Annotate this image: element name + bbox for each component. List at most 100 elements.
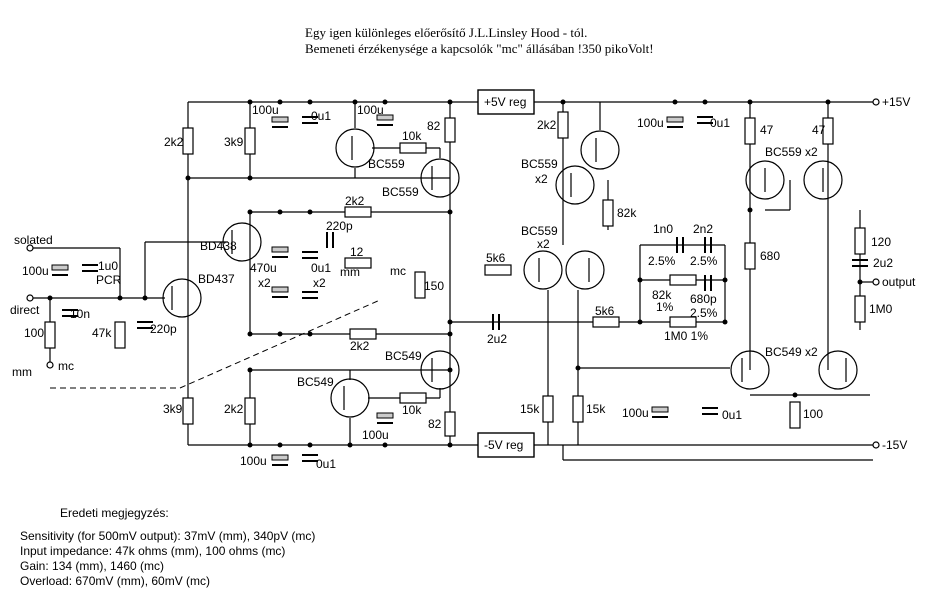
switch-linkage <box>50 299 381 389</box>
minus-5v-regulator-label: -5V reg <box>484 438 523 452</box>
c-2n2-tol-label: 2.5% <box>690 254 718 268</box>
input-isolated-label: solated <box>14 233 53 247</box>
r-150-label: 150 <box>424 279 444 293</box>
r-5k6-b-label: 5k6 <box>595 304 615 318</box>
r-82k-b-label: 82k <box>652 288 672 302</box>
c-220p-b-label: 220p <box>150 322 177 336</box>
input-isolated-terminal <box>26 244 34 252</box>
minus-15v-label: -15V <box>882 438 907 452</box>
r-680-label: 680 <box>760 249 780 263</box>
output-terminal <box>872 278 880 286</box>
r-12-label: 12 <box>350 245 364 259</box>
c-100u-f-label: 100u <box>637 116 664 130</box>
r-100-in-label: 100 <box>24 326 44 340</box>
capacitor-symbols <box>51 114 868 466</box>
r-10k-b-label: 10k <box>402 403 422 417</box>
c-680p-label: 680p <box>690 292 717 306</box>
plus-5v-regulator <box>477 89 535 115</box>
bc559-b-label: BC559 <box>382 185 419 199</box>
c-100u-d-label: 100u <box>240 454 267 468</box>
c-1n0-tol-label: 2.5% <box>648 254 676 268</box>
c-100u-a-label: 100u <box>252 103 279 117</box>
r-3k9-a-label: 3k9 <box>224 135 244 149</box>
c-100u-c-label: 100u <box>362 428 389 442</box>
minus-15v-terminal <box>872 441 880 449</box>
input-mc-terminal <box>46 361 54 369</box>
c-680p-tol-label: 2.5% <box>690 306 718 320</box>
plus-5v-regulator-label: +5V reg <box>484 95 526 109</box>
bd437-label: BD437 <box>198 272 235 286</box>
r-1m0-a-label: 1M0 1% <box>664 329 708 343</box>
r-47-a-label: 47 <box>760 123 774 137</box>
title-line-2: Bemeneti érzékenysége a kapcsolók "mc" á… <box>305 41 654 56</box>
note-input-impedance: Input impedance: 47k ohms (mm), 100 ohms… <box>20 544 285 558</box>
title-line-1: Egy igen különleges előerősítő J.L.Linsl… <box>305 25 587 40</box>
r-1m0-b-label: 1M0 <box>869 302 893 316</box>
bd438-label: BD438 <box>200 239 237 253</box>
c-0u1-c-label: 0u1 <box>316 457 336 471</box>
c-470u-label: 470u <box>250 261 277 275</box>
r-82-a-label: 82 <box>427 119 441 133</box>
c-2n2-label: 2n2 <box>693 222 713 236</box>
note-gain: Gain: 134 (mm), 1460 (mc) <box>20 559 164 573</box>
bc559-d-x2-label: x2 <box>537 237 550 251</box>
minus-5v-regulator <box>477 432 535 458</box>
notes-heading: Eredeti megjegyzés: <box>60 506 169 520</box>
input-direct-label: direct <box>10 303 40 317</box>
sw-mm-label: mm <box>340 265 360 279</box>
r-2k2-e-label: 2k2 <box>537 118 557 132</box>
note-sensitivity: Sensitivity (for 500mV output): 37mV (mm… <box>20 529 315 543</box>
wiring <box>30 101 873 461</box>
input-mm-label: mm <box>12 365 32 379</box>
c-0u1-a-label: 0u1 <box>311 109 331 123</box>
c-1u0-label: 1u0 <box>98 259 118 273</box>
input-direct-terminal <box>26 294 34 302</box>
r-47k-label: 47k <box>92 326 112 340</box>
bc549-a-label: BC549 <box>385 349 422 363</box>
c-100u-in-label: 100u <box>22 264 49 278</box>
sw-mc-label: mc <box>390 264 406 278</box>
c-0u1-b-label: 0u1 <box>311 261 331 275</box>
r-5k6-a-label: 5k6 <box>486 251 506 265</box>
resistor-symbols <box>44 111 866 437</box>
transistor-symbols <box>162 128 858 418</box>
c-10n-label: 10n <box>70 307 90 321</box>
r-3k9-b-label: 3k9 <box>163 402 183 416</box>
pcr-label: PCR <box>96 273 122 287</box>
bc559-e-label: BC559 x2 <box>765 145 818 159</box>
input-mc-label: mc <box>58 359 74 373</box>
output-label: output <box>882 275 916 289</box>
r-15k-b-label: 15k <box>586 402 606 416</box>
note-overload: Overload: 670mV (mm), 60mV (mc) <box>20 574 210 588</box>
r-82k-b-tol-label: 1% <box>656 300 674 314</box>
r-10k-a-label: 10k <box>402 129 422 143</box>
r-82-b-label: 82 <box>428 417 442 431</box>
c-220p-a-label: 220p <box>326 219 353 233</box>
junctions <box>47 99 863 448</box>
r-120-label: 120 <box>871 235 891 249</box>
bc559-c-label: BC559 <box>521 157 558 171</box>
r-47-b-label: 47 <box>812 123 826 137</box>
plus-15v-terminal <box>872 98 880 106</box>
c-0u1-e-label: 0u1 <box>710 116 730 130</box>
bc549-e-label: BC549 x2 <box>765 345 818 359</box>
plus-15v-label: +15V <box>882 95 910 109</box>
bc559-c-x2-label: x2 <box>535 172 548 186</box>
r-15k-a-label: 15k <box>520 402 540 416</box>
bc559-d-label: BC559 <box>521 224 558 238</box>
bc549-b-label: BC549 <box>297 375 334 389</box>
c-0u1-b-x2-label: x2 <box>313 276 326 290</box>
r-100-out-label: 100 <box>803 407 823 421</box>
r-2k2-b-label: 2k2 <box>345 194 365 208</box>
r-2k2-d-label: 2k2 <box>224 402 244 416</box>
c-100u-e-label: 100u <box>622 406 649 420</box>
bc559-a-label: BC559 <box>368 157 405 171</box>
r-82k-a-label: 82k <box>617 206 637 220</box>
r-2k2-a-label: 2k2 <box>164 135 184 149</box>
c-1n0-label: 1n0 <box>653 222 673 236</box>
r-2k2-c-label: 2k2 <box>350 339 370 353</box>
c-2u2-b-label: 2u2 <box>873 256 893 270</box>
c-2u2-a-label: 2u2 <box>487 332 507 346</box>
c-100u-b-label: 100u <box>357 103 384 117</box>
